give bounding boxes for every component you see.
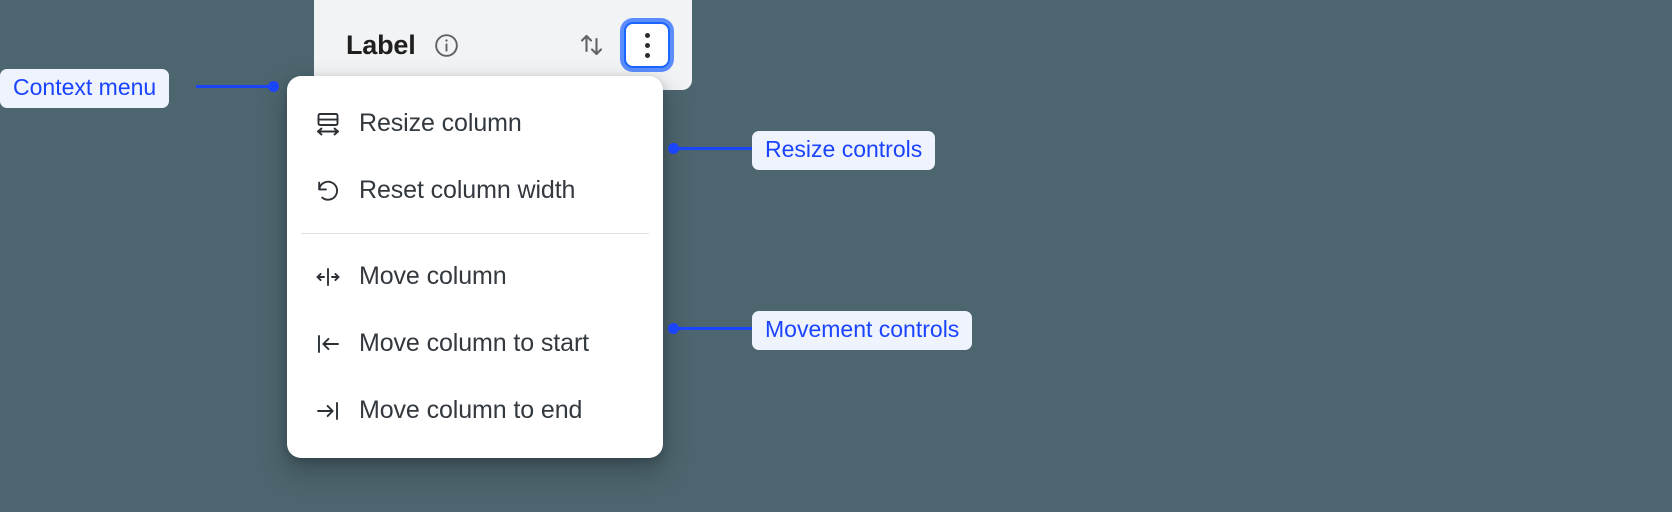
kebab-menu-icon — [644, 32, 650, 58]
annotation-dot-resize-controls — [668, 143, 679, 154]
move-to-start-icon — [311, 327, 345, 361]
menu-item-label: Move column to start — [359, 329, 590, 357]
reset-width-icon — [311, 174, 345, 208]
annotation-leader-context-menu — [196, 85, 274, 88]
column-overflow-menu-button[interactable] — [624, 22, 670, 68]
menu-item-move-column[interactable]: Move column — [287, 243, 663, 310]
column-header: Label — [314, 0, 692, 90]
column-title: Label — [346, 29, 416, 60]
annotation-dot-context-menu — [268, 81, 279, 92]
menu-item-label: Move column to end — [359, 396, 583, 424]
annotation-badge-resize-controls: Resize controls — [752, 131, 936, 170]
column-context-menu: Resize column Reset column width — [287, 76, 663, 458]
menu-item-label: Resize column — [359, 109, 522, 137]
menu-item-label: Move column — [359, 262, 507, 290]
annotation-leader-resize-controls — [674, 147, 754, 150]
annotation-badge-context-menu: Context menu — [0, 69, 170, 108]
move-column-icon — [311, 260, 345, 294]
menu-item-reset-column-width[interactable]: Reset column width — [287, 157, 663, 224]
menu-item-move-column-to-start[interactable]: Move column to start — [287, 310, 663, 377]
resize-column-icon — [311, 107, 345, 141]
annotation-dot-movement-controls — [668, 323, 679, 334]
menu-divider — [301, 233, 649, 234]
move-to-end-icon — [311, 394, 345, 428]
info-circle-icon[interactable] — [432, 30, 462, 60]
annotation-badge-movement-controls: Movement controls — [752, 311, 973, 350]
sort-arrows-icon[interactable] — [574, 28, 608, 62]
menu-item-label: Reset column width — [359, 176, 576, 204]
menu-item-move-column-to-end[interactable]: Move column to end — [287, 377, 663, 444]
menu-item-resize-column[interactable]: Resize column — [287, 90, 663, 157]
annotation-leader-movement-controls — [674, 327, 754, 330]
